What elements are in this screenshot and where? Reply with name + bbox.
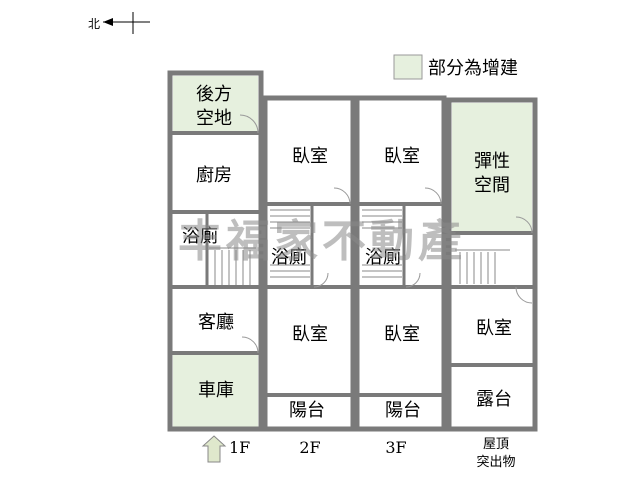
room-label-balcony: 陽台	[289, 400, 325, 421]
garage-extension	[173, 355, 258, 427]
stairs-icon	[209, 247, 256, 285]
legend-swatch	[393, 54, 423, 80]
entrance-arrow-icon	[201, 435, 227, 463]
stairs-icon	[270, 209, 310, 278]
room-label-backyard-line2: 空地	[196, 108, 232, 129]
door-swing-icon	[405, 272, 421, 288]
floor-label-2f: 2F	[299, 438, 320, 457]
legend-label: 部分為增建	[428, 58, 518, 79]
room-label-backyard-line1: 後方	[196, 84, 232, 105]
room-label-bedroom-bottom: 臥室	[384, 324, 420, 345]
floor-3f: 臥室 浴廁 臥室 陽台 3F	[354, 95, 447, 457]
stairs-icon	[362, 209, 402, 278]
room-label-living: 客廳	[198, 312, 234, 333]
room-label-bedroom-top: 臥室	[292, 146, 328, 167]
room-label-balcony: 陽台	[385, 400, 421, 421]
door-swing-icon	[333, 187, 351, 205]
floor-1f: 後方 空地 廚房 浴廁 客廳 車庫 1F	[167, 70, 264, 463]
door-swing-icon	[313, 272, 329, 288]
room-label-flexible-line2: 空間	[474, 175, 510, 196]
floor-roof: 彈性 空間 臥室 露台 屋頂 突出物	[446, 97, 538, 470]
floor-3f-outline	[354, 95, 447, 432]
room-label-flexible-line1: 彈性	[474, 151, 510, 172]
floor-label-roof-line1: 屋頂	[483, 437, 509, 452]
room-label-bathroom: 浴廁	[271, 246, 307, 268]
door-swing-icon	[515, 286, 533, 304]
room-label-bathroom: 浴廁	[365, 246, 401, 268]
watermark: 丰福家不動產	[178, 216, 466, 267]
compass: 北	[88, 12, 150, 34]
compass-north-label: 北	[88, 17, 100, 31]
floor-label-1f: 1F	[229, 438, 250, 457]
room-label-garage: 車庫	[198, 380, 234, 401]
room-label-kitchen: 廚房	[196, 164, 232, 186]
room-label-bedroom-bottom: 臥室	[292, 324, 328, 345]
room-label-terrace: 露台	[476, 389, 512, 410]
room-label-bedroom: 臥室	[476, 318, 512, 339]
floor-2f-outline	[262, 95, 356, 432]
room-label-bedroom-top: 臥室	[384, 146, 420, 167]
backyard-extension	[173, 76, 258, 131]
floor-roof-outline	[446, 97, 538, 432]
door-swing-icon	[424, 187, 442, 205]
floor-label-3f: 3F	[385, 438, 406, 457]
flexible-extension	[452, 103, 532, 231]
floor-label-roof-line2: 突出物	[476, 454, 515, 470]
legend: 部分為增建	[393, 54, 518, 80]
compass-arrowhead-icon	[103, 18, 113, 26]
stairs-icon	[455, 249, 510, 284]
door-swing-icon	[241, 336, 259, 354]
door-swing-icon	[515, 216, 533, 234]
door-swing-icon	[239, 114, 259, 134]
floor-1f-outline	[167, 70, 264, 432]
room-label-bathroom: 浴廁	[182, 225, 218, 247]
floor-2f: 臥室 浴廁 臥室 陽台 2F	[262, 95, 356, 457]
